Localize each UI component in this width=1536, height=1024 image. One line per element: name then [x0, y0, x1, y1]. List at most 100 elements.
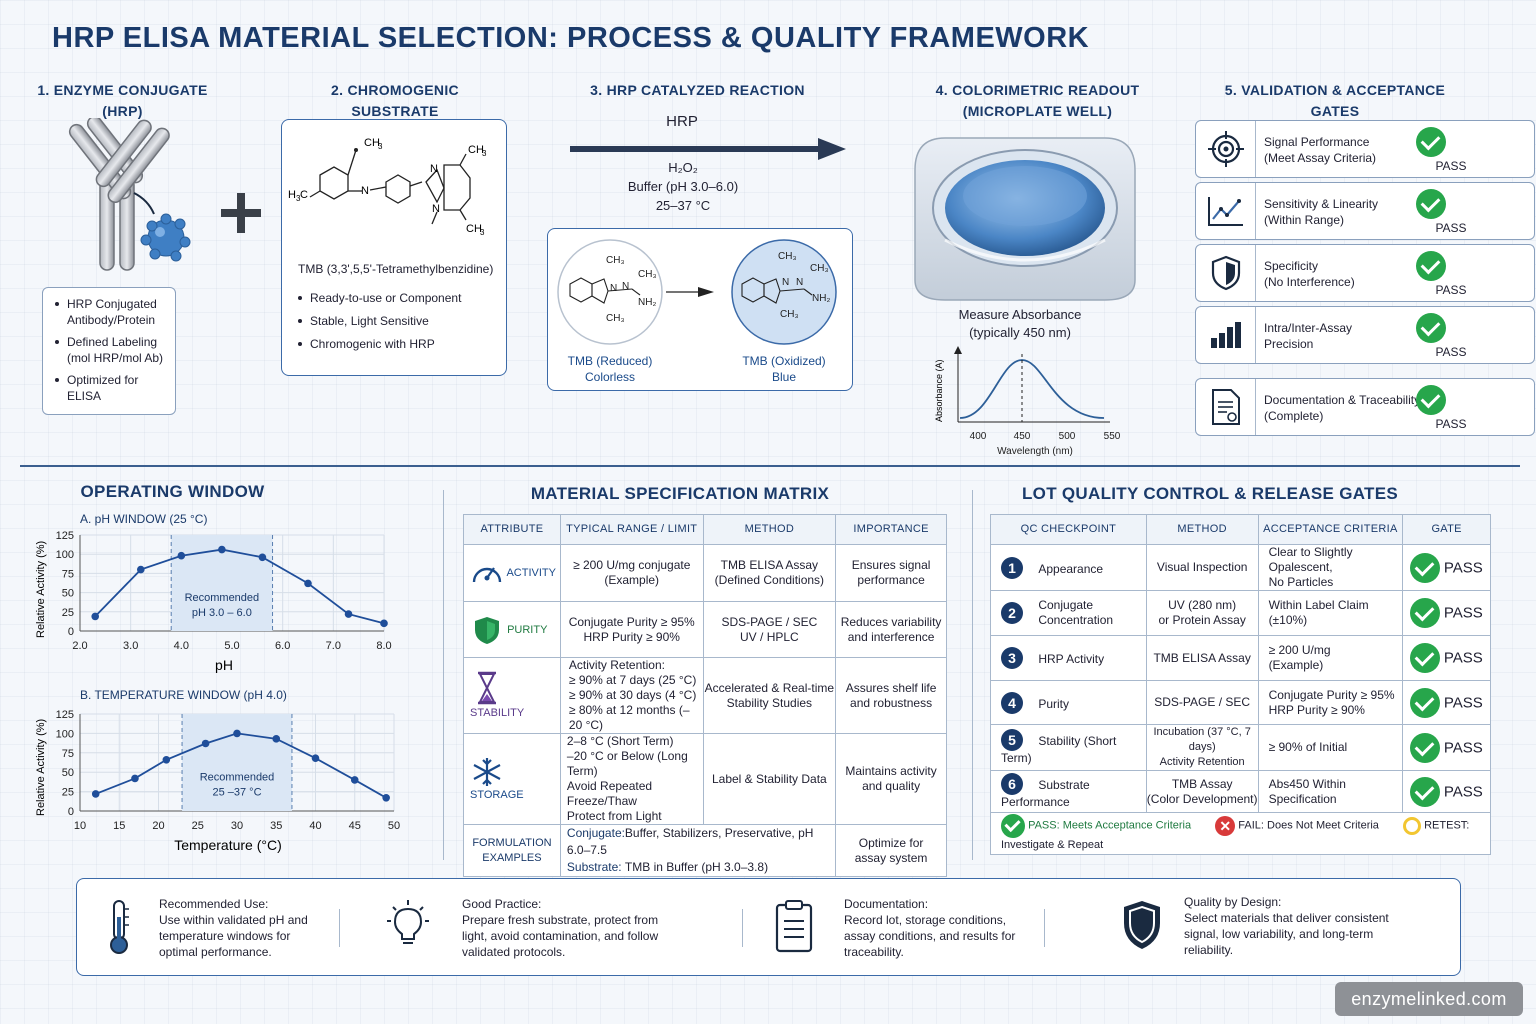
x-tick: 35	[270, 820, 282, 832]
y-tick: 50	[62, 767, 74, 779]
data-point	[380, 619, 388, 628]
data-point	[91, 790, 100, 798]
qc-table: QC CHECKPOINT METHOD ACCEPTANCE CRITERIA…	[990, 514, 1491, 855]
x-axis-label: pH	[215, 657, 233, 673]
x-tick: 6.0	[275, 640, 290, 652]
readout-label: Measure Absorbance(typically 450 nm)	[958, 307, 1082, 340]
snowflake-icon	[473, 757, 501, 786]
step-3-header: 3. HRP CATALYZED REACTION	[590, 82, 805, 98]
hourglass-icon	[478, 671, 496, 705]
y-tick: 75	[62, 748, 74, 760]
bar-chart-icon	[1210, 322, 1241, 348]
x-tick: 4.0	[174, 640, 189, 652]
table-row: STORAGE 2–8 °C (Short Term)–20 °C or Bel…	[463, 733, 947, 825]
check-icon	[1416, 251, 1446, 281]
x-tick: 25	[192, 820, 204, 832]
step-number: 2	[1001, 602, 1023, 624]
check-icon	[1410, 687, 1441, 718]
atom-label: CH	[468, 144, 484, 156]
column-divider	[443, 490, 444, 860]
footer-item-recommended-use: Recommended Use:Use within validated pH …	[159, 897, 308, 959]
footer-item-good-practice: Good Practice:Prepare fresh substrate, p…	[462, 897, 659, 959]
x-tick: 20	[152, 820, 164, 832]
column-header: TYPICAL RANGE / LIMIT	[559, 514, 704, 545]
operating-window-title: OPERATING WINDOW	[80, 482, 265, 501]
atom-label: CH	[364, 137, 380, 149]
bullet: Defined Labeling (mol HRP/mol Ab)	[53, 334, 169, 366]
reaction-arrow-icon	[570, 138, 846, 160]
tmb-structure-icon: CH 3 H 3 C N N N CH 3 CH 3	[288, 137, 487, 237]
spec-matrix-table: ATTRIBUTE TYPICAL RANGE / LIMIT METHOD I…	[463, 514, 947, 877]
shield-icon	[1211, 255, 1240, 291]
atom-label: NH₂	[638, 297, 656, 308]
x-tick: 10	[74, 820, 86, 832]
lightbulb-icon	[387, 900, 429, 944]
gate-specificity: Specificity(No Interference) PASS	[1195, 244, 1535, 302]
check-icon	[1416, 127, 1446, 157]
table-row: PURITY Conjugate Purity ≥ 95%HRP Purity …	[463, 601, 947, 658]
y-tick: 0	[68, 626, 74, 638]
x-tick: 450	[1014, 431, 1031, 442]
pass-icon	[1001, 813, 1025, 838]
column-divider	[972, 490, 973, 860]
bullet: Optimized for ELISA	[53, 372, 169, 404]
retest-icon	[1403, 816, 1422, 835]
x-tick: 8.0	[376, 640, 391, 652]
step-number: 1	[1001, 556, 1023, 579]
column-header: ACCEPTANCE CRITERIA	[1257, 514, 1404, 545]
tmb-conversion-icon: CH₃ CH₃ N N NH₂ CH₃ CH₃ CH₃ N N NH₂ CH₃	[557, 239, 837, 345]
data-point	[311, 754, 320, 763]
atom-label: 3	[378, 142, 383, 151]
step-number: 5	[1001, 729, 1023, 751]
absorbance-spectrum-chart: Absorbance (A) 400 450 500 550 Wavelengt…	[934, 346, 1121, 457]
data-point	[344, 610, 353, 618]
data-point	[272, 735, 281, 743]
atom-label: CH₃	[778, 251, 797, 262]
atom-label: CH	[466, 223, 482, 235]
reduced-label: TMB (Reduced)Colorless	[567, 354, 653, 384]
data-point	[233, 729, 241, 738]
recommended-range: pH 3.0 – 6.0	[192, 607, 252, 619]
y-tick: 25	[62, 787, 74, 799]
check-icon	[1416, 385, 1446, 415]
x-tick: 40	[309, 820, 321, 832]
data-point	[91, 612, 99, 621]
microplate-well-icon	[914, 137, 1136, 301]
atom-label: N	[782, 277, 789, 288]
matrix-title: MATERIAL SPECIFICATION MATRIX	[530, 484, 830, 503]
data-point	[162, 755, 171, 764]
conjugate-info-box: HRP Conjugated Antibody/Protein Defined …	[42, 287, 176, 415]
atom-label: 3	[482, 149, 487, 158]
substrate-box: CH 3 H 3 C N N N CH 3 CH 3 TMB (3,3',5,5…	[281, 119, 507, 376]
x-tick: 15	[113, 820, 125, 832]
check-icon	[1410, 776, 1441, 807]
x-tick: 400	[970, 431, 987, 442]
x-tick: 2.0	[72, 640, 87, 652]
column-header: GATE	[1402, 514, 1491, 545]
step-5-header: 5. VALIDATION & ACCEPTANCE GATES	[1224, 82, 1446, 119]
substrate-name: TMB (3,3',5,5'-Tetramethylbenzidine)	[298, 262, 494, 276]
target-icon	[1207, 131, 1244, 167]
data-point	[258, 553, 267, 562]
footer-panel: Recommended Use:Use within validated pH …	[76, 878, 1461, 976]
document-icon	[1211, 389, 1240, 425]
bullet: Chromogenic with HRP	[296, 336, 461, 352]
footer-item-quality-by-design: Quality by Design:Select materials that …	[1184, 895, 1389, 957]
enzyme-label: HRP	[666, 113, 698, 130]
check-icon	[1410, 598, 1441, 628]
y-axis-label: Absorbance (A)	[934, 359, 944, 422]
atom-label: NH₂	[812, 293, 830, 304]
section-divider	[20, 465, 1520, 467]
plus-icon	[221, 193, 261, 233]
y-tick: 100	[56, 728, 74, 740]
gauge-icon	[472, 567, 502, 583]
x-tick: 30	[231, 820, 243, 832]
